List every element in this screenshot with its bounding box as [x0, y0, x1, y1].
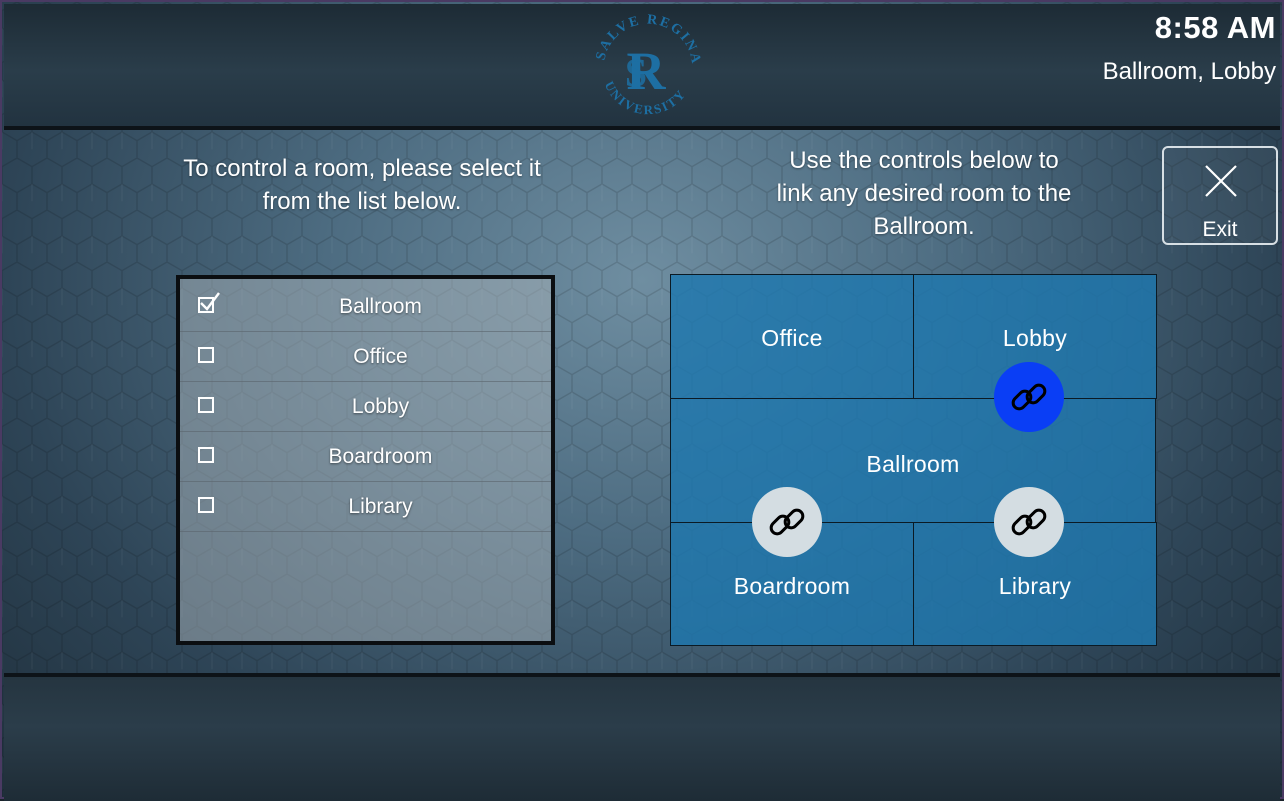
- checkbox[interactable]: [198, 347, 214, 363]
- svg-text:S: S: [625, 50, 647, 95]
- instruction-line: Use the controls below to: [789, 147, 1059, 174]
- checkbox[interactable]: [198, 497, 214, 513]
- room-tile-label: Ballroom: [866, 451, 960, 477]
- room-tile-office[interactable]: Office: [670, 274, 914, 399]
- checkbox[interactable]: [198, 447, 214, 463]
- link-toggle-library[interactable]: [994, 487, 1064, 557]
- active-rooms-status: Ballroom, Lobby: [1102, 58, 1276, 85]
- instruction-line: To control a room, please select it: [183, 155, 541, 182]
- checkbox-checked[interactable]: [198, 292, 220, 313]
- room-link-grid: Office Lobby Ballroom Boardroom Library: [670, 274, 1157, 646]
- room-tile-label: Boardroom: [733, 573, 851, 599]
- room-list-item-library[interactable]: Library: [180, 482, 551, 532]
- exit-button[interactable]: Exit: [1162, 146, 1278, 245]
- room-list-item-lobby[interactable]: Lobby: [180, 382, 551, 432]
- room-tile-label: Lobby: [1002, 325, 1068, 351]
- exit-label: Exit: [1202, 218, 1238, 241]
- university-logo: SALVE REGINA UNIVERSITY R S: [594, 12, 702, 117]
- instruction-line: link any desired room to the: [776, 180, 1072, 207]
- instruction-line: Ballroom.: [873, 213, 975, 240]
- link-icon: [1011, 508, 1047, 536]
- checkbox[interactable]: [198, 397, 214, 413]
- room-tile-ballroom[interactable]: Ballroom: [670, 398, 1156, 523]
- room-list-item-office[interactable]: Office: [180, 332, 551, 382]
- room-list-item-boardroom[interactable]: Boardroom: [180, 432, 551, 482]
- header-bar: SALVE REGINA UNIVERSITY R S 8:58 AM Ball…: [4, 4, 1280, 130]
- clock: 8:58 AM: [1154, 10, 1276, 45]
- link-icon: [1011, 383, 1047, 411]
- link-toggle-boardroom[interactable]: [752, 487, 822, 557]
- link-icon: [769, 508, 805, 536]
- room-select-list: Ballroom Office Lobby Boardroom Library: [176, 275, 555, 645]
- link-room-instructions: Use the controls below to link any desir…: [742, 144, 1106, 243]
- checkmark-icon: [200, 292, 220, 311]
- room-list-label: Lobby: [351, 395, 410, 418]
- room-list-label: Ballroom: [339, 295, 422, 318]
- instruction-line: from the list below.: [262, 188, 462, 215]
- room-list-item-ballroom[interactable]: Ballroom: [180, 282, 551, 332]
- room-tile-label: Library: [998, 573, 1072, 599]
- close-icon: [1205, 165, 1237, 197]
- room-list-label: Office: [353, 345, 408, 368]
- room-list-label: Library: [348, 495, 413, 518]
- room-list-label: Boardroom: [328, 445, 433, 468]
- footer-bar: [4, 673, 1280, 801]
- room-tile-label: Office: [761, 325, 823, 351]
- select-room-instructions: To control a room, please select it from…: [152, 152, 572, 218]
- link-toggle-lobby[interactable]: [994, 362, 1064, 432]
- svg-text:R: R: [627, 41, 667, 101]
